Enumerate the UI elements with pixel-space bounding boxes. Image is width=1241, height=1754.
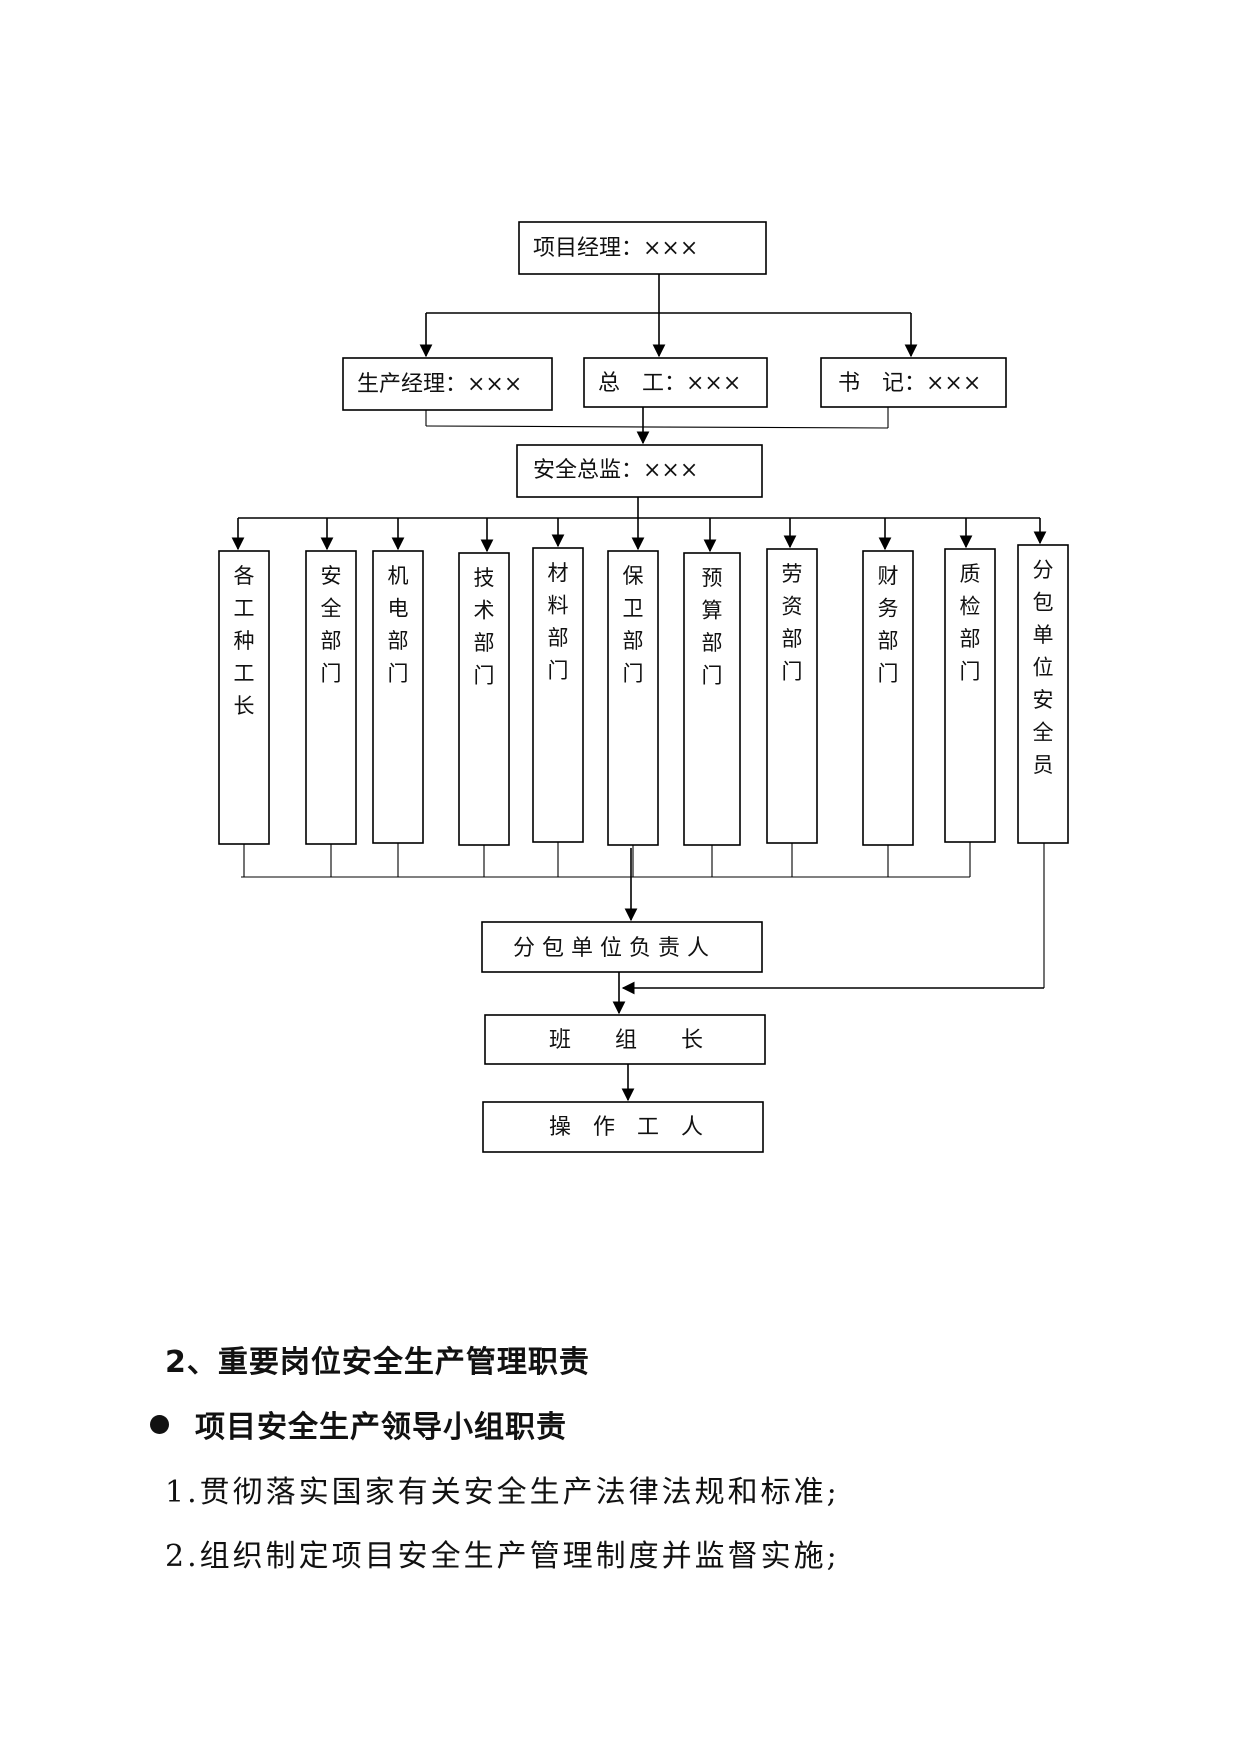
bullet-heading: 项目安全生产领导小组职责 [150,1402,567,1446]
connector [425,425,889,429]
department-foremen-box [218,550,270,845]
secretary-label: 书 记：××× [838,371,981,396]
department-safety-label: 安全部门 [321,564,342,686]
paragraph: 1.贯彻落实国家有关安全生产法律法规和标准; [165,1475,840,1510]
bullet-heading-text: 项目安全生产领导小组职责 [195,1410,567,1445]
team-leader-box [484,1014,766,1065]
subcontractor-lead-box [481,921,763,973]
department-foremen-label: 各工种工长 [234,564,255,718]
department-budget-box [683,552,741,846]
department-mech-elec-box [372,550,424,844]
team-leader-label: 班 组 长 [549,1028,703,1053]
chief-engineer-label: 总 工：××× [598,371,741,396]
department-security-label: 保卫部门 [623,564,644,686]
department-drops [243,842,971,877]
safety-director-box [516,444,763,498]
department-finance-label: 财务部门 [878,564,899,686]
subcontractor-lead-label: 分 包 单 位 负 责 人 [513,936,709,961]
department-quality-label: 质检部门 [960,562,981,684]
paragraph: 2.组织制定项目安全生产管理制度并监督实施; [165,1539,840,1574]
department-technical-box [458,552,510,846]
safety-director-label: 安全总监：××× [533,458,698,483]
department-mech-elec-label: 机电部门 [388,564,409,686]
department-arrows [231,518,1047,553]
department-quality-box [944,548,996,843]
project-manager-box [518,221,767,275]
chief-engineer-box [583,357,768,408]
department-sub-safety-box [1017,544,1069,844]
department-labor-box [766,548,818,844]
department-labor-label: 劳资部门 [782,562,803,684]
secretary-box [820,357,1007,408]
bullet-icon [150,1414,169,1434]
department-sub-safety-label: 分包单位安全员 [1033,558,1054,777]
department-materials-box [532,547,584,843]
workers-label: 操 作 工 人 [549,1115,703,1140]
production-manager-box [342,357,553,411]
department-materials-label: 材料部门 [548,561,569,683]
workers-box [482,1101,764,1153]
department-technical-label: 技术部门 [474,566,495,688]
section-heading: 2、重要岗位安全生产管理职责 [165,1345,590,1380]
department-budget-label: 预算部门 [702,566,723,688]
department-safety-box [305,550,357,845]
project-manager-label: 项目经理：××× [533,236,698,261]
department-security-box [607,550,659,846]
production-manager-label: 生产经理：××× [357,372,522,397]
departments: 各工种工长 安全部门 机电部门 技术部门 材料部门 保卫部门 预算部门 劳资部门 财务部门 质检部… [218,544,1069,846]
department-finance-box [862,550,914,846]
